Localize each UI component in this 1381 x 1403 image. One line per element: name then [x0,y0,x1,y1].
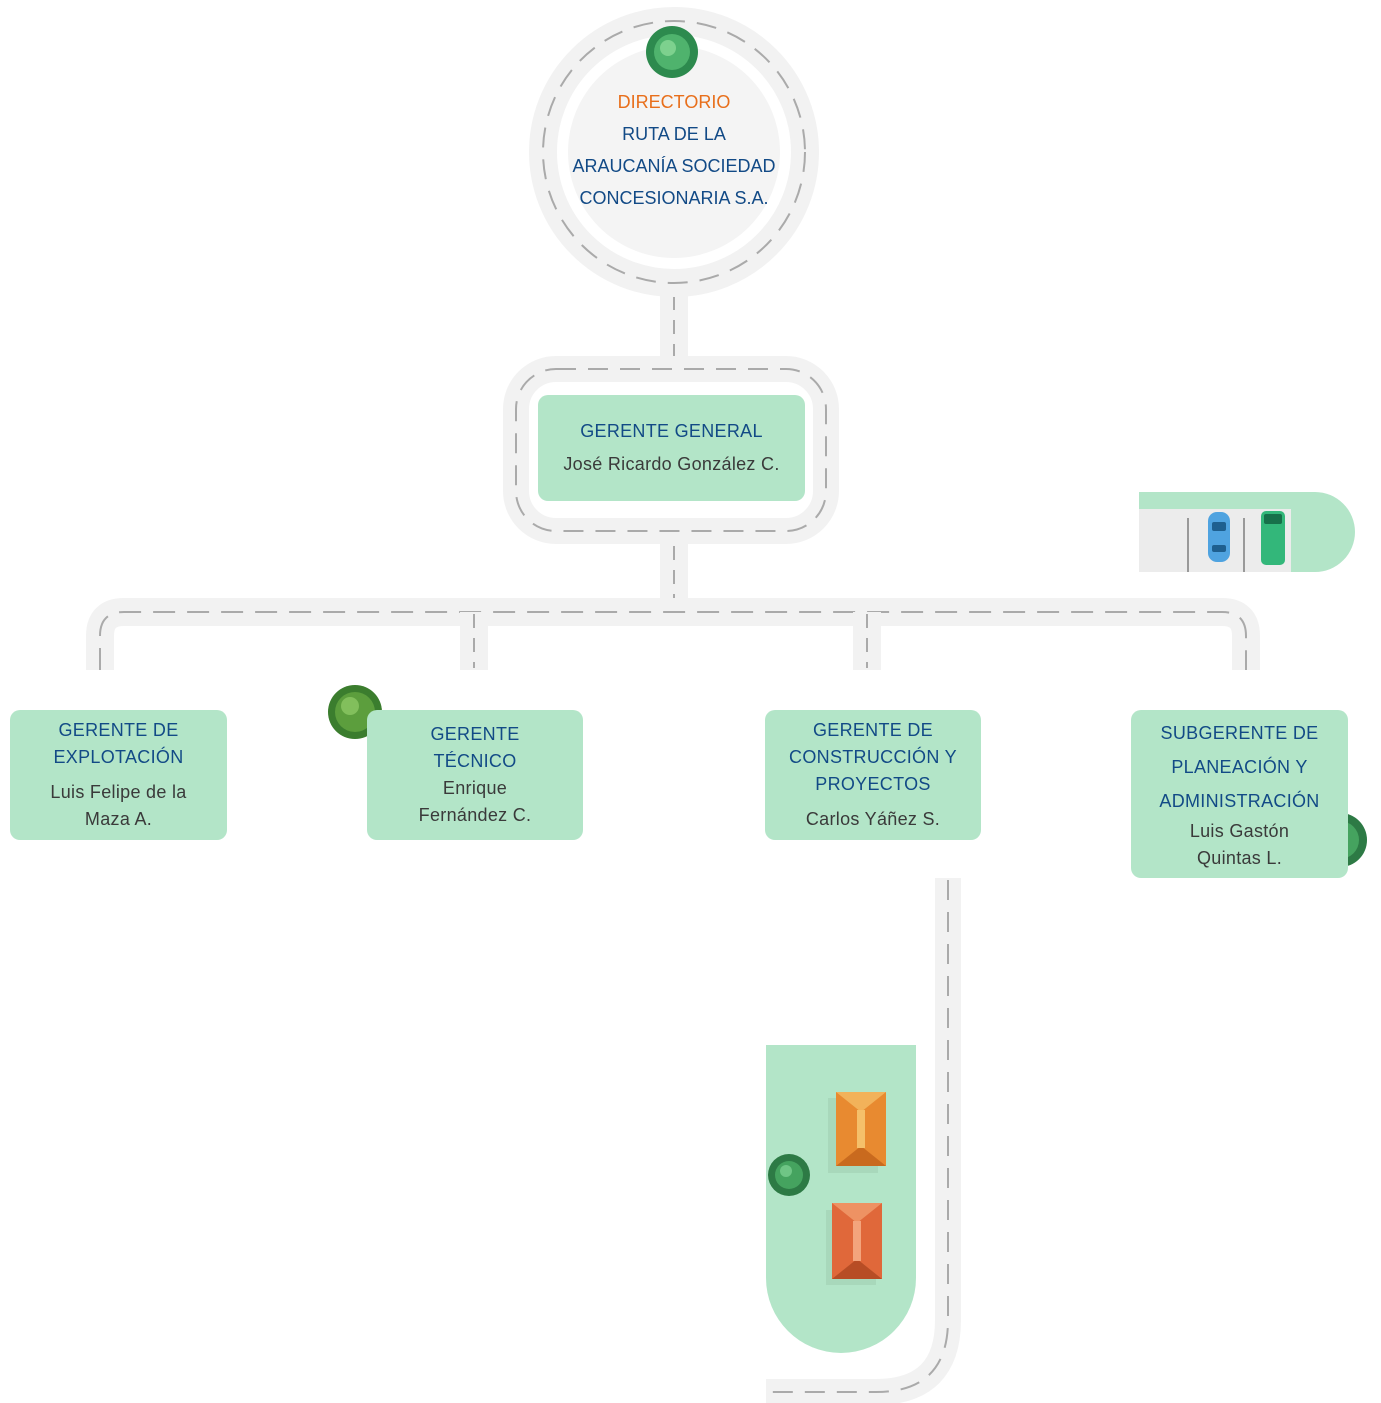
tree-icon [768,1154,810,1196]
gerente-general-name: José Ricardo González C. [563,454,780,474]
green-van-icon [1261,511,1285,565]
manager-card-construccion: GERENTE DE CONSTRUCCIÓN Y PROYECTOS Carl… [765,710,981,840]
manager-title: GERENTE DE EXPLOTACIÓN [53,720,184,767]
directorio-node: DIRECTORIO RUTA DE LA ARAUCANÍA SOCIEDAD… [564,86,784,214]
bottom-lawn [766,1045,916,1353]
orange-house-icon [828,1092,886,1173]
manager-card-planeacion: SUBGERENTE DE PLANEACIÓN Y ADMINISTRACIÓ… [1131,710,1348,878]
gerente-general-title: GERENTE GENERAL [580,421,763,441]
manager-title: GERENTE TÉCNICO [430,724,520,771]
manager-name: Luis Felipe de la Maza A. [50,782,187,829]
manager-card-tecnico: GERENTE TÉCNICO Enrique Fernández C. [367,710,583,840]
directorio-title: RUTA DE LA ARAUCANÍA SOCIEDAD CONCESIONA… [572,124,776,208]
parking-lot [1139,492,1355,572]
manager-name: Luis Gastón Quintas L. [1189,821,1290,868]
tree-icon [646,26,698,78]
blue-car-icon [1208,512,1230,562]
manager-name: Enrique Fernández C. [418,778,532,825]
branch-road [86,598,1260,670]
manager-name: Carlos Yáñez S. [805,809,941,829]
manager-card-explotacion: GERENTE DE EXPLOTACIÓN Luis Felipe de la… [10,710,227,840]
gerente-general-card: GERENTE GENERAL José Ricardo González C. [538,395,805,501]
directorio-label: DIRECTORIO [617,92,731,112]
manager-title: GERENTE DE CONSTRUCCIÓN Y PROYECTOS [789,720,957,794]
roundabout-center [568,46,780,258]
red-house-icon [826,1203,882,1285]
manager-title: SUBGERENTE DE PLANEACIÓN Y ADMINISTRACIÓ… [1159,723,1320,811]
